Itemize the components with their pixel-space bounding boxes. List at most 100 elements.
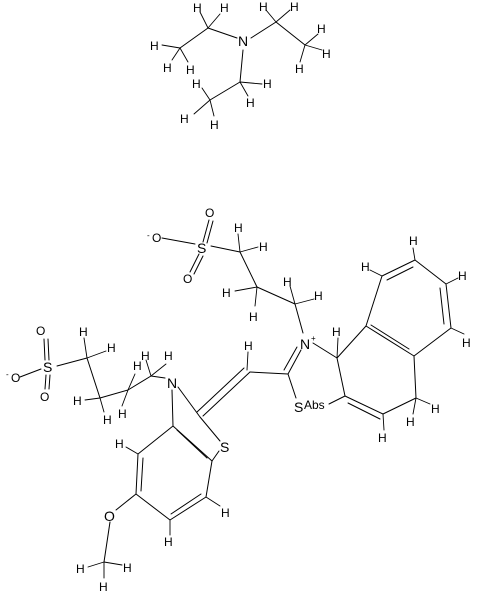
hydrogen-label: H xyxy=(317,22,326,36)
bond-line xyxy=(150,375,166,379)
hydrogen-bond-line xyxy=(193,99,211,115)
methoxybenzothiazole: N S H H H H O H H H xyxy=(76,339,289,594)
thiazole-sulfur-right: S xyxy=(294,399,303,415)
bond-line xyxy=(86,357,101,399)
amine-nitrogen-label: N xyxy=(238,33,248,49)
bond-line xyxy=(140,457,144,492)
hydrogen-label: H xyxy=(314,289,323,303)
bond-line xyxy=(439,287,445,325)
bond-line xyxy=(445,283,452,329)
hydrogen-label: H xyxy=(118,407,127,421)
hydrogen-bond-line xyxy=(246,351,249,371)
hydrogen-label: H xyxy=(462,336,471,350)
bond-line xyxy=(207,27,238,39)
hydrogen-label: H xyxy=(123,561,132,575)
hydrogen-bond-line xyxy=(412,397,417,415)
hydrogen-label: H xyxy=(180,112,189,126)
hydrogen-label: H xyxy=(259,0,268,14)
atom-label: - xyxy=(6,370,9,379)
bond-line xyxy=(239,251,258,288)
bond-line xyxy=(137,425,174,455)
bond-line xyxy=(336,325,367,359)
atom-label: O xyxy=(36,324,45,338)
bond-line xyxy=(250,21,277,39)
bond-line xyxy=(171,389,174,427)
hydrogen-bond-line xyxy=(199,11,209,29)
hydrogen-bond-line xyxy=(83,337,88,359)
hydrogen-bond-line xyxy=(234,286,258,292)
hydrogen-label: H xyxy=(103,413,112,427)
bond-line xyxy=(135,453,139,495)
bond-line xyxy=(381,259,416,277)
hydrogen-bond-line xyxy=(99,397,105,413)
atom-label: O xyxy=(205,206,214,220)
bond-line xyxy=(115,493,137,511)
bond-line xyxy=(328,395,346,405)
hydrogen-bond-line xyxy=(299,44,306,63)
hydrogen-label: H xyxy=(73,394,82,408)
bond-line xyxy=(210,245,241,253)
bond-line xyxy=(189,253,200,273)
bond-line xyxy=(99,389,129,399)
hydrogen-bond-line xyxy=(239,81,263,85)
hydrogen-bond-line xyxy=(265,9,277,23)
bond-line xyxy=(196,367,245,413)
bond-line xyxy=(382,397,417,415)
hydrogen-bond-line xyxy=(254,286,258,307)
hydrogen-bond-line xyxy=(304,44,323,51)
bond-line xyxy=(179,27,209,49)
bond-line xyxy=(209,81,241,101)
hydrogen-label: H xyxy=(283,275,292,289)
amine-hydrogens: H H H H H H H H H H H H H H H xyxy=(150,0,331,132)
hydrogen-label: H xyxy=(133,359,142,373)
hydrogen-bond-line xyxy=(201,87,211,101)
atom-label: O xyxy=(40,390,49,404)
hydrogen-bond-line xyxy=(87,561,105,568)
hydrogen-bond-line xyxy=(412,247,416,261)
bond-line xyxy=(177,386,201,418)
hydrogen-bond-line xyxy=(336,337,339,359)
bond-line xyxy=(205,460,213,498)
hydrogen-bond-line xyxy=(239,246,259,253)
hydrogen-label: H xyxy=(295,62,304,76)
hydrogen-bond-line xyxy=(150,363,167,377)
hydrogen-bond-line xyxy=(205,496,221,507)
hydrogen-bond-line xyxy=(382,413,385,431)
methoxy-oxygen: O xyxy=(104,508,115,524)
bond-line xyxy=(287,349,302,375)
hydrogen-label: H xyxy=(259,240,268,254)
hydrogen-bond-line xyxy=(161,44,181,49)
hydrogen-label: H xyxy=(220,1,229,15)
hydrogen-label: H xyxy=(99,580,108,594)
bond-line xyxy=(294,303,304,334)
hydrogen-label: H xyxy=(79,325,88,339)
hydrogen-label: H xyxy=(164,535,173,549)
bond-line xyxy=(347,402,381,420)
hydrogen-label: H xyxy=(186,63,195,77)
bond-line xyxy=(170,493,202,515)
hydrogen-label: H xyxy=(322,47,331,61)
bond-line xyxy=(206,220,214,244)
bond-line xyxy=(193,255,204,275)
hydrogen-label: H xyxy=(361,260,370,274)
hydrogen-label: H xyxy=(107,341,116,355)
hydrogen-label: H xyxy=(210,118,219,132)
hydrogen-bond-line xyxy=(275,9,291,23)
ring-nitrogen-label: N xyxy=(167,375,177,391)
hydrogen-label: H xyxy=(263,77,272,91)
hydrogen-label: H xyxy=(76,562,85,576)
hydrogen-bond-line xyxy=(207,13,221,29)
hydrogen-label: H xyxy=(249,310,258,324)
hydrogen-label: H xyxy=(141,349,150,363)
bond-line xyxy=(275,21,306,46)
bond-line xyxy=(176,429,208,459)
bond-line xyxy=(127,375,152,391)
bond-line xyxy=(336,357,346,397)
hydrogen-label: H xyxy=(222,286,231,300)
hydrogen-bond-line xyxy=(415,397,431,405)
bond-line xyxy=(386,266,414,281)
bond-line xyxy=(47,338,50,361)
hydrogen-bond-line xyxy=(294,298,315,305)
